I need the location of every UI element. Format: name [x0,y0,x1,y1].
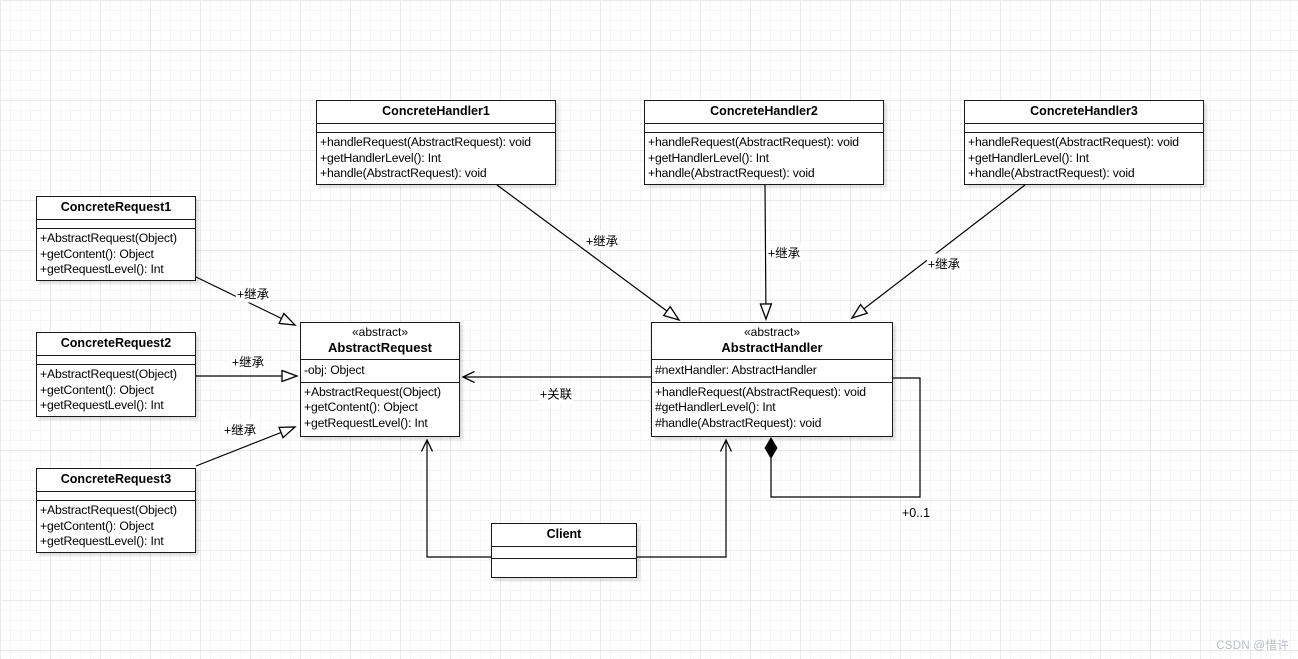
edge-concretehandler3-inheritance [850,184,1026,320]
attribute-line: -obj: Object [304,363,365,377]
class-box-concrete-request-2: ConcreteRequest2 +AbstractRequest(Object… [36,332,196,417]
edge-self-composition [770,377,921,498]
method-line: +handle(AbstractRequest): void [968,166,1135,181]
class-box-abstract-handler: «abstract» AbstractHandler #nextHandler:… [651,322,893,437]
class-header: «abstract» AbstractRequest [301,323,459,360]
method-line: +getHandlerLevel(): Int [320,150,441,165]
edge-client-to-abstractrequest [420,438,491,558]
watermark: CSDN @惜许 [1216,640,1289,652]
method-line: +handleRequest(AbstractRequest): void [648,135,859,149]
method-line: +AbstractRequest(Object) [40,231,177,245]
method-line: +handle(AbstractRequest): void [320,166,487,181]
method-line: +AbstractRequest(Object) [304,384,441,399]
class-methods: +handleRequest(AbstractRequest): void #g… [652,383,892,434]
class-attributes-empty [37,356,195,365]
method-line: +handle(AbstractRequest): void [648,166,815,181]
method-line: #getHandlerLevel(): Int [655,400,776,415]
class-methods: +handleRequest(AbstractRequest): void +g… [317,133,555,184]
class-methods: +AbstractRequest(Object) +getContent(): … [37,501,195,552]
method-line: +getRequestLevel(): Int [40,534,164,549]
class-attributes: #nextHandler: AbstractHandler [652,360,892,383]
edge-label-association: +关联 [538,383,574,403]
method-line: #handle(AbstractRequest): void [655,415,822,430]
class-methods: +handleRequest(AbstractRequest): void +g… [645,133,883,184]
method-line: +handleRequest(AbstractRequest): void [968,135,1179,149]
class-title: AbstractHandler [721,340,823,355]
class-attributes-empty [645,124,883,133]
edge-label-inheritance: +继承 [926,253,962,273]
edge-label-inheritance: +继承 [766,242,802,262]
attribute-line: #nextHandler: AbstractHandler [655,363,817,377]
class-stereotype: «abstract» [743,325,801,339]
class-title: ConcreteHandler3 [965,101,1203,124]
method-line: +getContent(): Object [304,400,418,415]
class-title: Client [492,524,636,547]
method-line: +AbstractRequest(Object) [40,503,177,517]
edge-concretehandler1-inheritance [496,184,681,322]
class-attributes-empty [965,124,1203,133]
method-line: +getContent(): Object [40,518,154,533]
class-title: ConcreteRequest2 [37,333,195,356]
edge-label-inheritance: +继承 [235,283,271,303]
class-box-client: Client [491,523,637,578]
class-box-concrete-request-3: ConcreteRequest3 +AbstractRequest(Object… [36,468,196,553]
edge-label-multiplicity: +0..1 [901,506,931,520]
class-stereotype: «abstract» [351,325,409,339]
class-attributes-empty [37,220,195,229]
edge-concretehandler2-inheritance [759,184,773,321]
method-line: +handleRequest(AbstractRequest): void [655,384,866,399]
class-header: «abstract» AbstractHandler [652,323,892,360]
composition-diamond-icon [764,437,778,459]
class-methods: +AbstractRequest(Object) +getContent(): … [301,383,459,434]
class-box-concrete-handler-3: ConcreteHandler3 +handleRequest(Abstract… [964,100,1204,185]
class-box-concrete-request-1: ConcreteRequest1 +AbstractRequest(Object… [36,196,196,281]
class-attributes-empty [492,547,636,559]
edge-label-inheritance: +继承 [222,419,258,439]
class-methods: +handleRequest(AbstractRequest): void +g… [965,133,1203,184]
method-line: +getContent(): Object [40,246,154,261]
edge-concreterequest3-inheritance [195,426,297,467]
edge-label-inheritance: +继承 [230,351,266,371]
class-attributes-empty [317,124,555,133]
class-attributes-empty [37,492,195,501]
class-box-concrete-handler-2: ConcreteHandler2 +handleRequest(Abstract… [644,100,884,185]
class-title: ConcreteHandler1 [317,101,555,124]
class-methods: +AbstractRequest(Object) +getContent(): … [37,365,195,416]
class-box-concrete-handler-1: ConcreteHandler1 +handleRequest(Abstract… [316,100,556,185]
class-title: ConcreteRequest3 [37,469,195,492]
method-line: +AbstractRequest(Object) [40,367,177,381]
class-title: ConcreteRequest1 [37,197,195,220]
class-methods: +AbstractRequest(Object) +getContent(): … [37,229,195,280]
method-line: +handleRequest(AbstractRequest): void [320,135,531,149]
method-line: +getRequestLevel(): Int [304,415,428,430]
edge-label-inheritance: +继承 [584,230,620,250]
class-attributes: -obj: Object [301,360,459,383]
class-box-abstract-request: «abstract» AbstractRequest -obj: Object … [300,322,460,437]
class-title: ConcreteHandler2 [645,101,883,124]
edge-client-to-abstracthandler [636,438,733,558]
class-title: AbstractRequest [327,340,433,355]
method-line: +getRequestLevel(): Int [40,262,164,277]
method-line: +getRequestLevel(): Int [40,398,164,413]
method-line: +getHandlerLevel(): Int [968,150,1089,165]
method-line: +getHandlerLevel(): Int [648,150,769,165]
method-line: +getContent(): Object [40,382,154,397]
